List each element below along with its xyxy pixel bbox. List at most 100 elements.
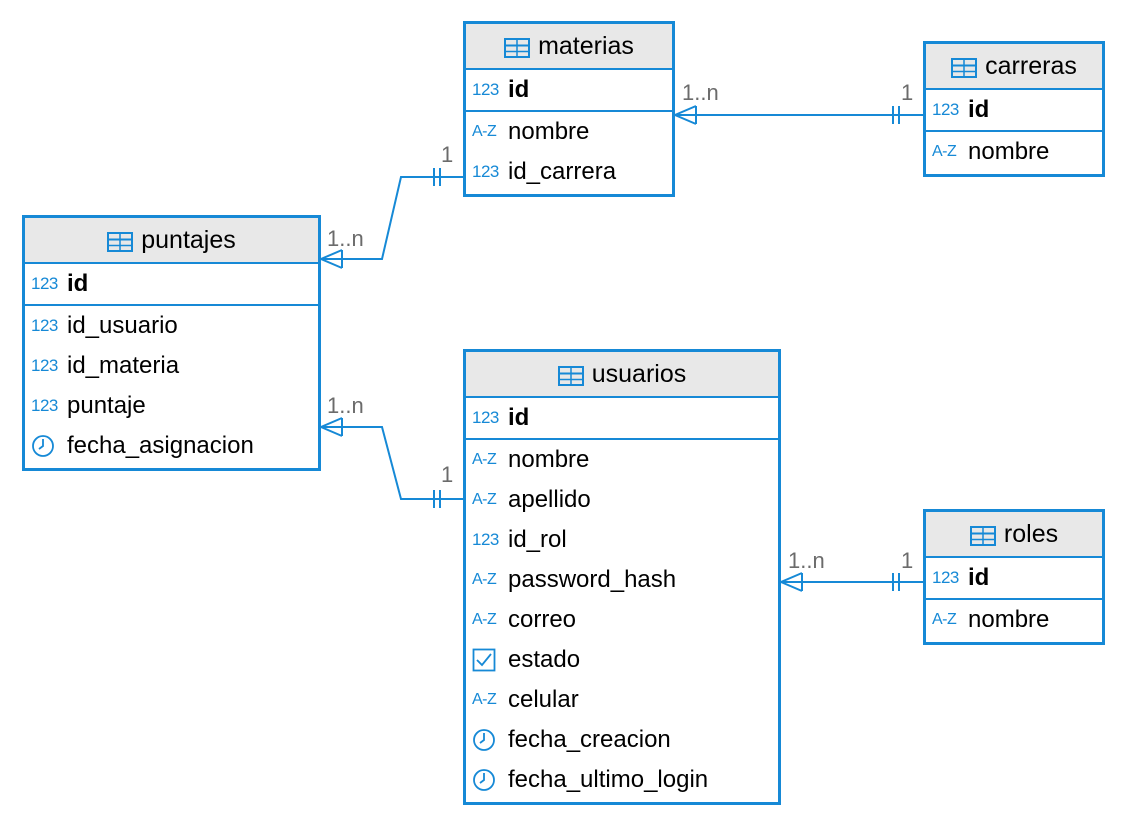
rel-puntajes-usuarios-many-label: 1..n xyxy=(327,393,364,418)
entity-title: puntajes xyxy=(141,225,236,254)
numeric-type-icon: 123 xyxy=(31,396,58,415)
text-type-icon: A-Z xyxy=(472,611,497,628)
column-row[interactable]: 123 id_rol xyxy=(466,520,778,560)
table-icon xyxy=(951,56,978,78)
entity-title: usuarios xyxy=(591,359,687,388)
rel-materias-carreras-many-label: 1..n xyxy=(682,80,719,105)
text-type-icon: A-Z xyxy=(932,611,957,628)
entity-header[interactable]: puntajes xyxy=(25,218,318,264)
rel-usuarios-roles-many-label: 1..n xyxy=(788,548,825,573)
primary-key-column[interactable]: 123 id xyxy=(926,558,1102,598)
rel-puntajes-materias-line xyxy=(321,176,463,260)
primary-key-column[interactable]: 123 id xyxy=(25,264,318,304)
column-row[interactable]: estado xyxy=(466,640,778,680)
column-row[interactable]: A-Z nombre xyxy=(926,600,1102,640)
column-name: celular xyxy=(508,686,579,713)
entity-header[interactable]: carreras xyxy=(926,44,1102,90)
primary-key-section: 123 id xyxy=(466,398,778,440)
column-row[interactable]: fecha_asignacion xyxy=(25,426,318,466)
column-name: fecha_creacion xyxy=(508,726,671,753)
column-name: id_usuario xyxy=(67,312,178,339)
rel-puntajes-usuarios-one-label: 1 xyxy=(441,462,454,487)
column-name: puntaje xyxy=(67,392,146,419)
column-row[interactable]: 123 puntaje xyxy=(25,386,318,426)
column-name: nombre xyxy=(508,446,590,473)
column-name: nombre xyxy=(968,606,1050,633)
column-row[interactable]: A-Z password_hash xyxy=(466,560,778,600)
text-type-icon: A-Z xyxy=(932,143,957,160)
entity-header[interactable]: usuarios xyxy=(466,352,778,398)
column-name: estado xyxy=(508,646,581,673)
entity-title: roles xyxy=(1003,519,1059,548)
primary-key-section: 123 id xyxy=(25,264,318,306)
column-name: id_rol xyxy=(508,526,567,553)
column-row[interactable]: fecha_creacion xyxy=(466,720,778,760)
primary-key-column[interactable]: 123 id xyxy=(466,398,778,438)
rel-puntajes-usuarios-crows-foot xyxy=(318,417,343,437)
text-type-icon: A-Z xyxy=(472,451,497,468)
column-name: id xyxy=(508,404,530,431)
numeric-type-icon: 123 xyxy=(472,408,499,427)
rel-usuarios-roles-crows-foot xyxy=(778,572,803,592)
text-type-icon: A-Z xyxy=(472,123,497,140)
column-name: fecha_asignacion xyxy=(67,432,254,459)
timestamp-type-icon xyxy=(472,768,508,792)
column-row[interactable]: A-Z nombre xyxy=(466,440,778,480)
table-icon xyxy=(969,524,996,546)
boolean-type-icon xyxy=(472,648,508,672)
column-name: correo xyxy=(508,606,577,633)
rel-puntajes-usuarios-line xyxy=(321,426,463,500)
rel-puntajes-materias-crows-foot xyxy=(318,249,343,269)
rel-puntajes-materias-many-label: 1..n xyxy=(327,226,364,251)
rel-puntajes-materias-one-label: 1 xyxy=(441,142,454,167)
rel-usuarios-roles-one-label: 1 xyxy=(901,548,914,573)
column-row[interactable]: 123 id_usuario xyxy=(25,306,318,346)
entity-title: materias xyxy=(538,31,634,60)
column-name: password_hash xyxy=(508,566,677,593)
entity-title: carreras xyxy=(985,51,1077,80)
numeric-type-icon: 123 xyxy=(932,568,959,587)
text-type-icon: A-Z xyxy=(472,491,497,508)
column-name: id xyxy=(968,96,990,123)
rel-materias-carreras-crows-foot xyxy=(672,105,697,125)
primary-key-section: 123 id xyxy=(926,558,1102,600)
numeric-type-icon: 123 xyxy=(31,316,58,335)
timestamp-type-icon xyxy=(31,434,67,458)
column-name: fecha_ultimo_login xyxy=(508,766,709,793)
entity-header[interactable]: materias xyxy=(466,24,672,70)
table-icon xyxy=(107,230,134,252)
column-row[interactable]: fecha_ultimo_login xyxy=(466,760,778,800)
column-row[interactable]: A-Z correo xyxy=(466,600,778,640)
text-type-icon: A-Z xyxy=(472,571,497,588)
column-name: id xyxy=(968,564,990,591)
column-name: id_carrera xyxy=(508,158,617,185)
numeric-type-icon: 123 xyxy=(31,356,58,375)
rel-materias-carreras-one-label: 1 xyxy=(901,80,914,105)
entity-header[interactable]: roles xyxy=(926,512,1102,558)
columns-section: A-Z nombre xyxy=(926,600,1102,642)
numeric-type-icon: 123 xyxy=(472,80,499,99)
column-name: id xyxy=(508,76,530,103)
column-name: nombre xyxy=(968,138,1050,165)
primary-key-column[interactable]: 123 id xyxy=(466,70,672,110)
timestamp-type-icon xyxy=(472,728,508,752)
numeric-type-icon: 123 xyxy=(472,530,499,549)
column-row[interactable]: A-Z nombre xyxy=(926,132,1102,172)
column-name: id xyxy=(67,270,89,297)
numeric-type-icon: 123 xyxy=(31,274,58,293)
columns-section: A-Z nombre xyxy=(926,132,1102,174)
